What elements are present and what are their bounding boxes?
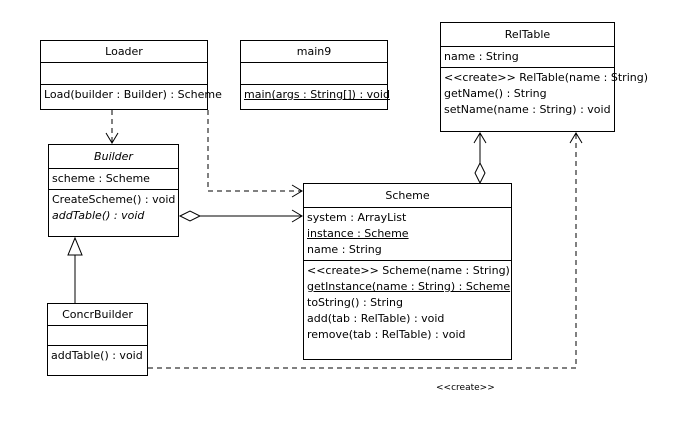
attribute: system : ArrayList (307, 211, 407, 224)
operations-compartment: addTable() : void (48, 346, 147, 366)
operation: <<create>> Scheme(name : String) (307, 264, 510, 277)
operations-compartment: main(args : String[]) : void (241, 85, 390, 105)
class-concrbuilder[interactable]: ConcrBuilder addTable() : void (47, 303, 148, 376)
operations-compartment: <<create>> Scheme(name : String) getInst… (304, 261, 511, 345)
operation: add(tab : RelTable) : void (307, 312, 445, 325)
attributes-compartment: system : ArrayList instance : Scheme nam… (304, 208, 511, 261)
operation: addTable() : void (52, 209, 145, 222)
aggregation-builder-scheme (178, 209, 303, 223)
class-name: main9 (241, 41, 387, 63)
operation: remove(tab : RelTable) : void (307, 328, 466, 341)
operation: Load(builder : Builder) : Scheme (44, 88, 222, 101)
aggregation-scheme-reltable (473, 132, 487, 185)
class-name: Builder (49, 145, 178, 169)
class-name: ConcrBuilder (48, 304, 147, 326)
attributes-compartment (241, 63, 387, 85)
attributes-compartment (48, 326, 147, 346)
operation: main(args : String[]) : void (244, 88, 390, 101)
create-stereotype-label: <<create>> (436, 383, 495, 393)
class-loader[interactable]: Loader Load(builder : Builder) : Scheme (40, 40, 222, 110)
operations-compartment: CreateScheme() : void addTable() : void (49, 190, 178, 226)
attributes-compartment (41, 63, 207, 85)
class-name: RelTable (441, 23, 614, 47)
dependency-loader-scheme (207, 110, 303, 198)
operation: getInstance(name : String) : Scheme (307, 280, 511, 293)
dependency-loader-builder (105, 110, 119, 144)
class-name: Loader (41, 41, 207, 63)
operation: setName(name : String) : void (444, 103, 611, 116)
generalization-concrbuilder-builder (67, 236, 83, 303)
operation: addTable() : void (51, 349, 143, 362)
operation: toString() : String (307, 296, 403, 309)
attribute: name : String (444, 50, 519, 63)
class-builder[interactable]: Builder scheme : Scheme CreateScheme() :… (48, 144, 179, 237)
operation: CreateScheme() : void (52, 193, 176, 206)
class-name: Scheme (304, 184, 511, 208)
class-scheme[interactable]: Scheme system : ArrayList instance : Sch… (303, 183, 512, 360)
attribute: instance : Scheme (307, 227, 409, 240)
operation: getName() : String (444, 87, 547, 100)
attribute: scheme : Scheme (52, 172, 150, 185)
attribute: name : String (307, 243, 382, 256)
operations-compartment: Load(builder : Builder) : Scheme (41, 85, 222, 105)
operations-compartment: <<create>> RelTable(name : String) getNa… (441, 68, 649, 120)
class-reltable[interactable]: RelTable name : String <<create>> RelTab… (440, 22, 649, 132)
operation: <<create>> RelTable(name : String) (444, 71, 649, 84)
class-main9[interactable]: main9 main(args : String[]) : void (240, 40, 390, 110)
dependency-concrbuilder-reltable (148, 132, 583, 369)
attributes-compartment: scheme : Scheme (49, 169, 178, 190)
attributes-compartment: name : String (441, 47, 614, 68)
